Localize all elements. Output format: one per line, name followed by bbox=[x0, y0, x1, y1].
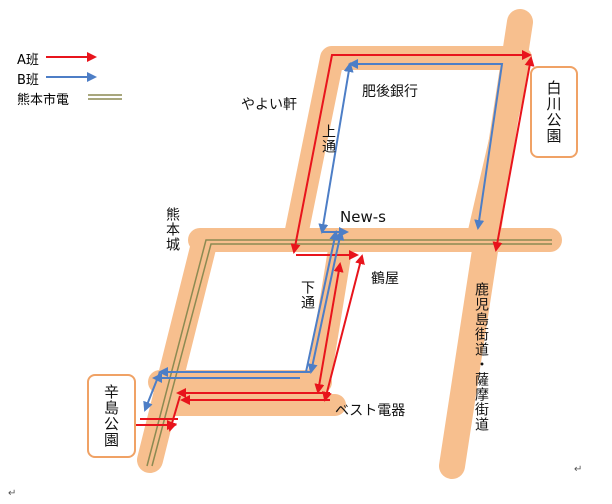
return-mark-1: ↵ bbox=[574, 464, 583, 475]
return-mark-2: ↵ bbox=[8, 488, 17, 499]
label-higo-bank: 肥後銀行 bbox=[362, 84, 418, 100]
label-tsuruya: 鶴屋 bbox=[371, 271, 399, 287]
karashima-park-box: 辛島公園 bbox=[87, 374, 136, 458]
legend-a-label: A班 bbox=[17, 53, 39, 68]
legend-lines bbox=[46, 52, 122, 100]
label-shirakawa-park: 白川公園 bbox=[544, 80, 563, 144]
label-shimotori: 下通 bbox=[299, 280, 315, 310]
label-yayoiken: やよい軒 bbox=[241, 97, 297, 113]
label-kamitori: 上通 bbox=[320, 124, 336, 154]
label-karashima-park: 辛島公園 bbox=[102, 384, 120, 448]
label-best-denki: ベスト電器 bbox=[335, 403, 406, 419]
legend-b-label: B班 bbox=[17, 73, 39, 88]
b-route bbox=[143, 59, 504, 412]
label-news: New-s bbox=[340, 208, 386, 226]
road-shimotori bbox=[306, 238, 352, 397]
shirakawa-park-box: 白川公園 bbox=[530, 66, 578, 158]
legend-tram-label: 熊本市電 bbox=[17, 93, 70, 108]
label-kumamoto-castle: 熊本城 bbox=[164, 207, 180, 252]
label-kagoshima-kaido: 鹿児島街道・薩摩街道 bbox=[473, 282, 489, 432]
